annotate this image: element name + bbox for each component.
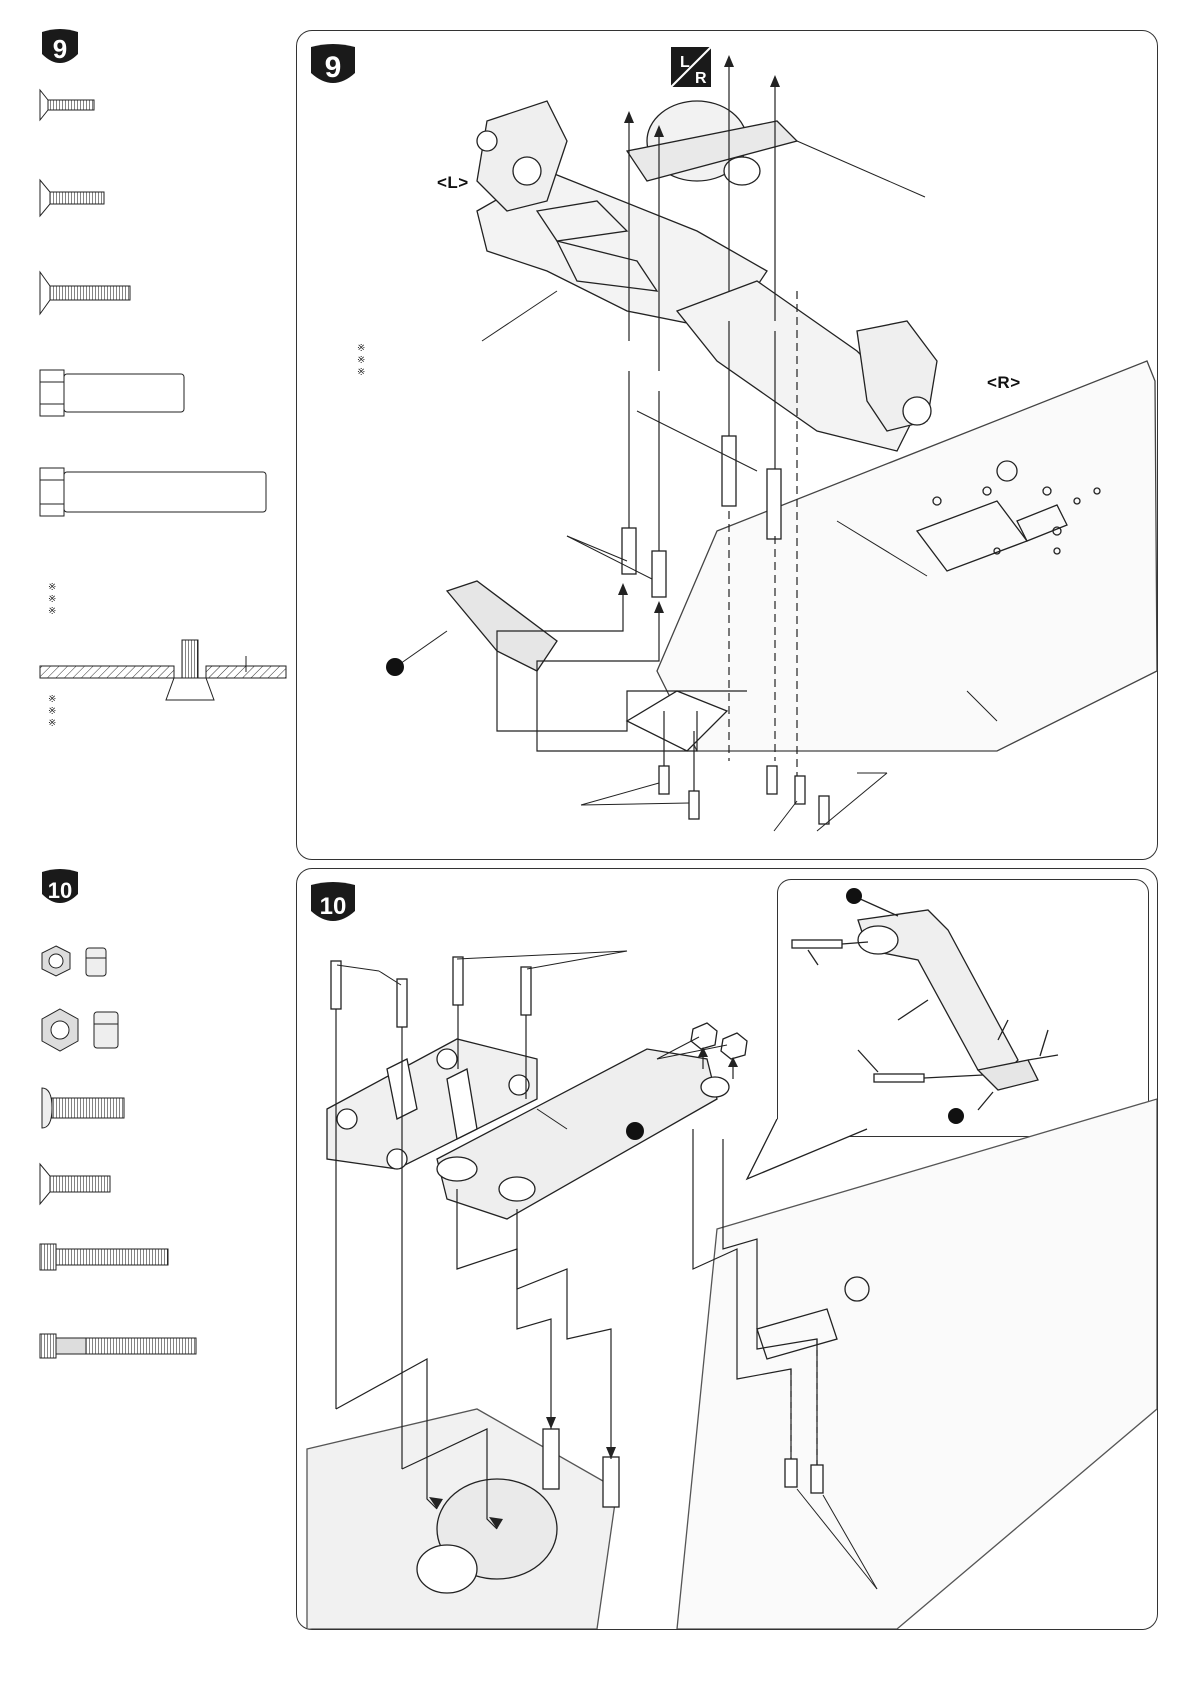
side-notes-bottom: ※ ※ ※ bbox=[48, 694, 56, 730]
cap-screw-icon bbox=[38, 1242, 172, 1277]
step-10-panel: 10 bbox=[296, 868, 1158, 1630]
screw bbox=[331, 957, 531, 1027]
countersunk-screw-icon bbox=[38, 1162, 114, 1211]
lock-nut-icon bbox=[38, 942, 110, 987]
side-notes-top: ※ ※ ※ bbox=[48, 582, 56, 618]
step-10-side-badge: 10 bbox=[38, 868, 82, 910]
arm-mount-brace bbox=[447, 581, 557, 671]
lock-nut-icon bbox=[38, 1006, 124, 1061]
screw bbox=[659, 766, 829, 824]
step-9-exploded-drawing bbox=[297, 31, 1157, 859]
screw-countersink-diagram bbox=[38, 636, 288, 711]
callout-dot bbox=[386, 658, 404, 676]
step-9-panel: 9 L R <L> <R> ※ ※ ※ bbox=[296, 30, 1158, 860]
step-9-side-badge: 9 bbox=[38, 28, 82, 70]
countersunk-screw-icon bbox=[38, 178, 108, 223]
hex-post-icon bbox=[38, 368, 188, 423]
hex-post-icon bbox=[38, 466, 270, 523]
callout-dot bbox=[626, 1122, 644, 1140]
button-head-screw-icon bbox=[38, 1086, 128, 1135]
lock-nut bbox=[691, 1023, 747, 1059]
countersunk-screw-icon bbox=[38, 270, 134, 321]
step-10-exploded-drawing bbox=[297, 869, 1157, 1629]
cap-screw-icon bbox=[38, 1332, 200, 1365]
svg-text:10: 10 bbox=[48, 878, 72, 903]
countersunk-screw-icon bbox=[38, 88, 98, 127]
differential-housing bbox=[627, 101, 797, 185]
step-9-side-number: 9 bbox=[53, 34, 67, 64]
